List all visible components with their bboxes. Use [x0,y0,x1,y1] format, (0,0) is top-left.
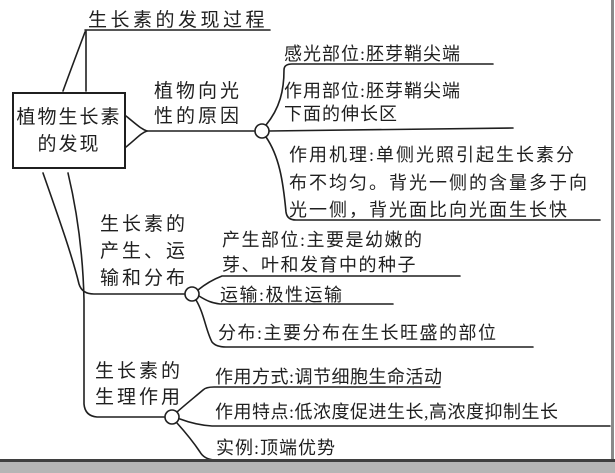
frame-bottom-band [0,462,615,473]
edge-root-b4 [67,172,165,418]
frame-bottom-edge [0,459,615,462]
node-production-transport-distribution: 生长素的 产生、运 输和分布 [100,214,189,289]
node-example-apical-dominance: 实例:顶端优势 [216,438,337,458]
node-root: 植物生长素 的发现 [12,92,126,169]
node-light-sensing-site: 感光部位:胚芽鞘尖端 [284,44,462,64]
edge-b3-c1 [197,275,461,291]
edge-b2-c2 [268,127,514,132]
node-action-characteristic: 作用特点:低浓度促进生长,高浓度抑制生长 [215,402,559,422]
edge-b3-c3 [195,299,534,348]
junction-dot-b4 [164,409,180,425]
node-action-mode: 作用方式:调节细胞生命活动 [215,367,443,387]
node-distribution: 分布:主要分布在生长旺盛的部位 [218,323,498,343]
edge-b3-c2 [198,295,394,305]
node-phototropism-cause: 植物向光 性的原因 [154,81,243,127]
edge-root-b1-left [62,31,86,92]
node-action-site: 作用部位:胚芽鞘尖端 下面的伸长区 [284,81,462,124]
edge-root-b3 [42,172,185,295]
node-transport: 运输:极性运输 [220,285,344,305]
junction-dot-b2 [254,123,270,139]
junction-dot-b3 [184,286,200,302]
node-physiological-function: 生长素的 生理作用 [95,361,184,408]
edge-b2-c1 [265,63,494,126]
edge-b2-c3 [265,136,601,221]
node-action-mechanism: 作用机理:单侧光照引起生长素分 布不均匀。背光一侧的含量多于向 光一侧，背光面比… [289,145,589,220]
edge-b4-c1 [176,386,441,413]
node-production-site: 产生部位:主要是幼嫩的 芽、叶和发育中的种子 [222,230,424,275]
frame-right-edge [611,0,614,461]
edge-root-b2-bottom [125,130,148,148]
node-discovery-process: 生长素的发现过程 [88,10,269,31]
edge-root-b2-top [125,115,148,132]
edge-b4-c2 [179,418,611,427]
